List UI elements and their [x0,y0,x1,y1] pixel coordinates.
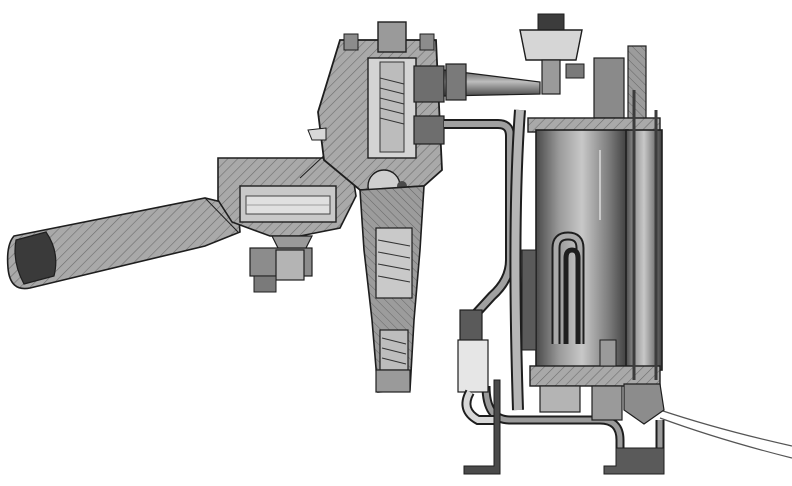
portafilter-icon [217,149,357,293]
heating-element-icon [551,90,658,380]
group-head-icon [307,21,445,203]
tubing-icon [443,63,792,463]
mounting-bracket-icon [463,379,665,475]
valve-cartridge-icon [359,185,425,393]
pressure-gauge-icon [519,13,647,127]
handle-icon [6,197,241,290]
boiler-icon [521,117,665,425]
